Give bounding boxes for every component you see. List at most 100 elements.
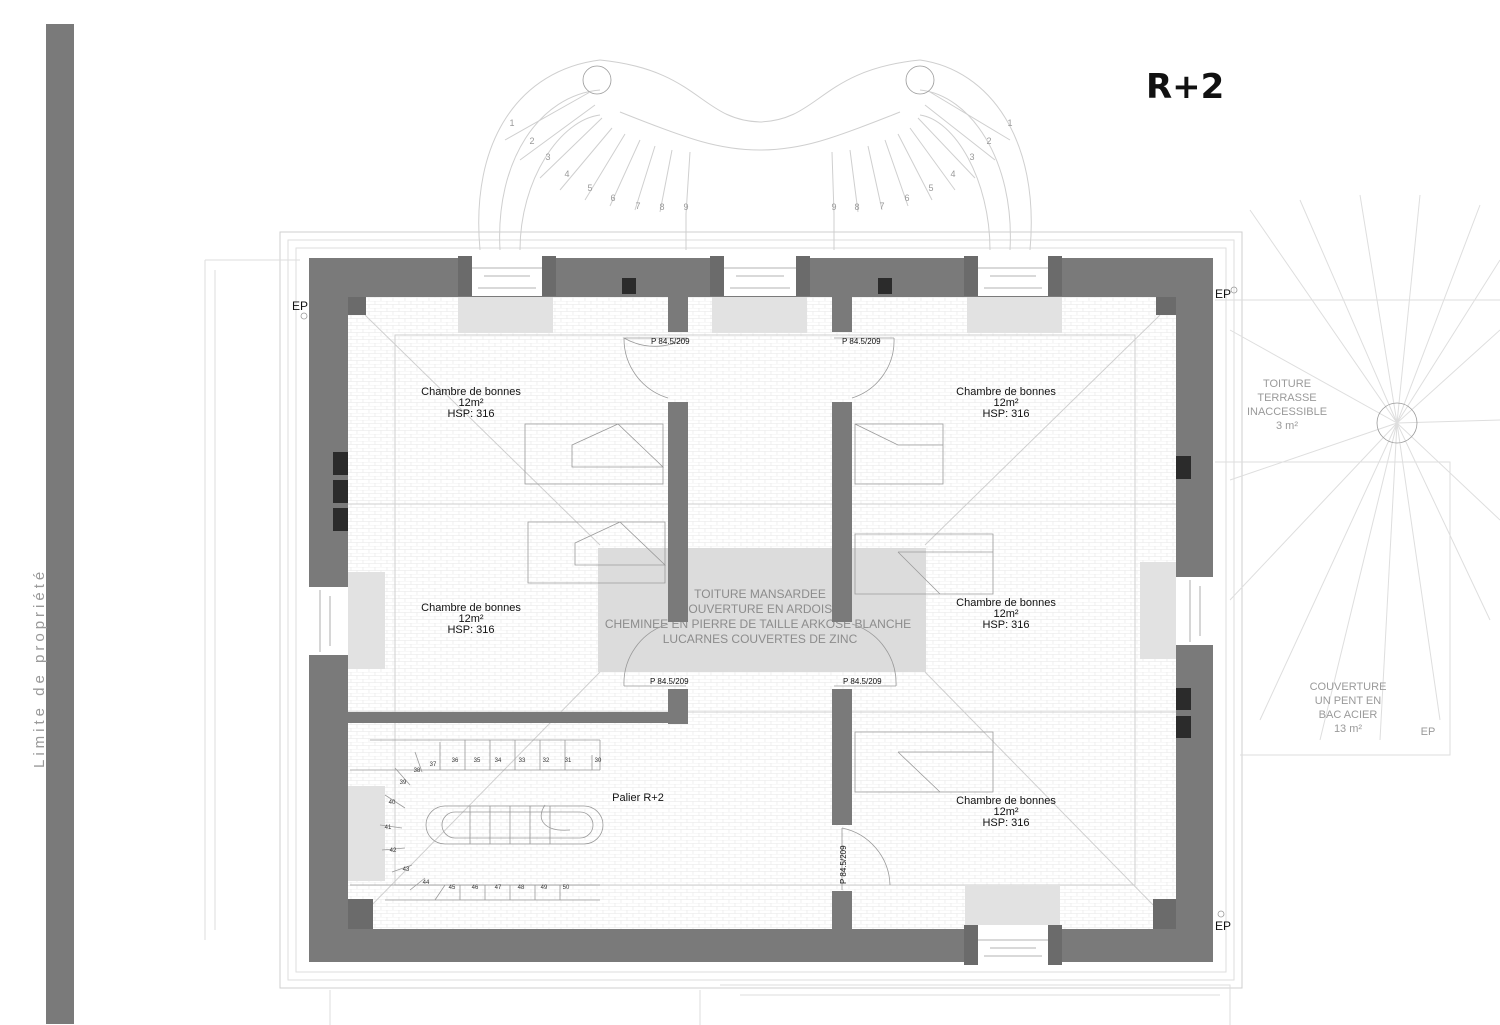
stair-num-right-8: 8 bbox=[854, 202, 859, 212]
terrace-label-4: 3 m² bbox=[1276, 420, 1298, 432]
floor-title: R+2 bbox=[1146, 67, 1224, 107]
room-area: 12m² bbox=[458, 613, 483, 625]
site-outline bbox=[204, 231, 1243, 1025]
dormer-windows-top bbox=[458, 256, 1062, 296]
step-38: 38 bbox=[414, 768, 421, 774]
step-34: 34 bbox=[495, 758, 502, 764]
terrace-drain-rays bbox=[1229, 194, 1500, 741]
downpipe-top-right: EP bbox=[1215, 286, 1238, 301]
step-31: 31 bbox=[565, 758, 572, 764]
step-46: 46 bbox=[472, 885, 479, 891]
beds bbox=[524, 423, 994, 793]
terrace-drain bbox=[1376, 402, 1418, 444]
partitions bbox=[348, 297, 852, 929]
stair-num-right-4: 4 bbox=[950, 169, 955, 179]
step-40: 40 bbox=[389, 800, 396, 806]
room-name: Chambre de bonnes bbox=[956, 386, 1056, 398]
roof-note-4: LUCARNES COUVERTES DE ZINC bbox=[663, 632, 858, 646]
step-42: 42 bbox=[390, 848, 397, 854]
room-name: Chambre de bonnes bbox=[421, 602, 521, 614]
dormer-window-bottom bbox=[964, 925, 1062, 965]
doors bbox=[622, 337, 897, 890]
step-50: 50 bbox=[563, 885, 570, 891]
stair-num-right-9: 9 bbox=[831, 202, 836, 212]
room-name: Chambre de bonnes bbox=[956, 795, 1056, 807]
step-41: 41 bbox=[385, 825, 392, 831]
step-39: 39 bbox=[400, 780, 407, 786]
room-hsp: HSP: 316 bbox=[982, 408, 1029, 420]
ep-label: EP bbox=[1215, 919, 1231, 933]
roof-well bbox=[598, 548, 926, 672]
step-44: 44 bbox=[423, 880, 430, 886]
roof-lines bbox=[348, 314, 1176, 913]
downpipe-top-left: EP bbox=[292, 299, 308, 320]
right-post bbox=[905, 65, 935, 95]
step-43: 43 bbox=[403, 867, 410, 873]
door-label-bottom: P 84.5/209 bbox=[839, 845, 848, 884]
step-45: 45 bbox=[449, 885, 456, 891]
stair-num-left-5: 5 bbox=[587, 183, 592, 193]
stair-num-left-4: 4 bbox=[564, 169, 569, 179]
room-area: 12m² bbox=[993, 397, 1018, 409]
room-hsp: HSP: 316 bbox=[447, 408, 494, 420]
room-name: Chambre de bonnes bbox=[421, 386, 521, 398]
step-36: 36 bbox=[452, 758, 459, 764]
property-limit-label: Limite de propriété bbox=[31, 568, 48, 768]
room-hsp: HSP: 316 bbox=[982, 817, 1029, 829]
room-top-left: Chambre de bonnes 12m² HSP: 316 bbox=[421, 386, 521, 420]
stair-num-right-3: 3 bbox=[969, 152, 974, 162]
stair-num-right-1: 1 bbox=[1007, 118, 1012, 128]
left-post bbox=[582, 65, 612, 95]
stair-num-left-9: 9 bbox=[683, 202, 688, 212]
steel-roof-ep: EP bbox=[1421, 726, 1436, 738]
step-32: 32 bbox=[543, 758, 550, 764]
stair-num-right-6: 6 bbox=[904, 193, 909, 203]
room-hsp: HSP: 316 bbox=[982, 619, 1029, 631]
room-bottom-right: Chambre de bonnes 12m² HSP: 316 bbox=[956, 795, 1056, 829]
roof-note-1: TOITURE MANSARDEE bbox=[694, 587, 826, 601]
door-label-mid-right: P 84.5/209 bbox=[843, 677, 882, 686]
steel-roof-label-4: 13 m² bbox=[1334, 723, 1362, 735]
stair-num-left-7: 7 bbox=[635, 201, 640, 211]
room-area: 12m² bbox=[993, 806, 1018, 818]
stair-num-right-2: 2 bbox=[986, 136, 991, 146]
side-windows bbox=[307, 577, 1217, 655]
steel-roof-label-2: UN PENT EN bbox=[1315, 695, 1381, 707]
terrace-area: TOITURE TERRASSE INACCESSIBLE 3 m² COUVE… bbox=[1215, 194, 1500, 756]
door-label-mid-left: P 84.5/209 bbox=[650, 677, 689, 686]
step-37: 37 bbox=[430, 762, 437, 768]
spiral-stair: 30 31 32 33 34 35 36 37 38 39 40 41 42 4… bbox=[350, 739, 604, 901]
stair-num-right-5: 5 bbox=[928, 183, 933, 193]
ep-label: EP bbox=[1215, 287, 1231, 301]
room-name: Chambre de bonnes bbox=[956, 597, 1056, 609]
room-mid-right: Chambre de bonnes 12m² HSP: 316 bbox=[956, 597, 1056, 631]
room-mid-left: Chambre de bonnes 12m² HSP: 316 bbox=[421, 602, 521, 636]
ep-label: EP bbox=[292, 299, 308, 313]
chimney-flues bbox=[333, 278, 1191, 738]
room-area: 12m² bbox=[458, 397, 483, 409]
roof-note-2: COUVERTURE EN ARDOISE bbox=[680, 602, 840, 616]
stair-num-right-7: 7 bbox=[879, 201, 884, 211]
steel-roof-label-1: COUVERTURE bbox=[1310, 681, 1387, 693]
step-49: 49 bbox=[541, 885, 548, 891]
step-30: 30 bbox=[595, 758, 602, 764]
stair-num-left-1: 1 bbox=[509, 118, 514, 128]
downpipe-bottom-right: EP bbox=[1215, 910, 1231, 933]
step-35: 35 bbox=[474, 758, 481, 764]
landing-label: Palier R+2 bbox=[612, 792, 664, 804]
stair-num-left-2: 2 bbox=[529, 136, 534, 146]
terrace-label-1: TOITURE bbox=[1263, 378, 1311, 390]
room-area: 12m² bbox=[993, 608, 1018, 620]
step-47: 47 bbox=[495, 885, 502, 891]
stair-num-left-6: 6 bbox=[610, 193, 615, 203]
roof-note-3: CHEMINEE EN PIERRE DE TAILLE ARKOSE BLAN… bbox=[605, 617, 911, 631]
stair-num-left-3: 3 bbox=[545, 152, 550, 162]
window-niches bbox=[348, 297, 1176, 929]
step-48: 48 bbox=[518, 885, 525, 891]
room-top-right: Chambre de bonnes 12m² HSP: 316 bbox=[956, 386, 1056, 420]
terrace-label-3: INACCESSIBLE bbox=[1247, 406, 1327, 418]
terrace-label-2: TERRASSE bbox=[1257, 392, 1316, 404]
entrance-stair: 1 2 3 4 5 6 7 8 9 1 2 3 4 5 6 7 8 9 bbox=[478, 59, 1032, 251]
step-33: 33 bbox=[519, 758, 526, 764]
